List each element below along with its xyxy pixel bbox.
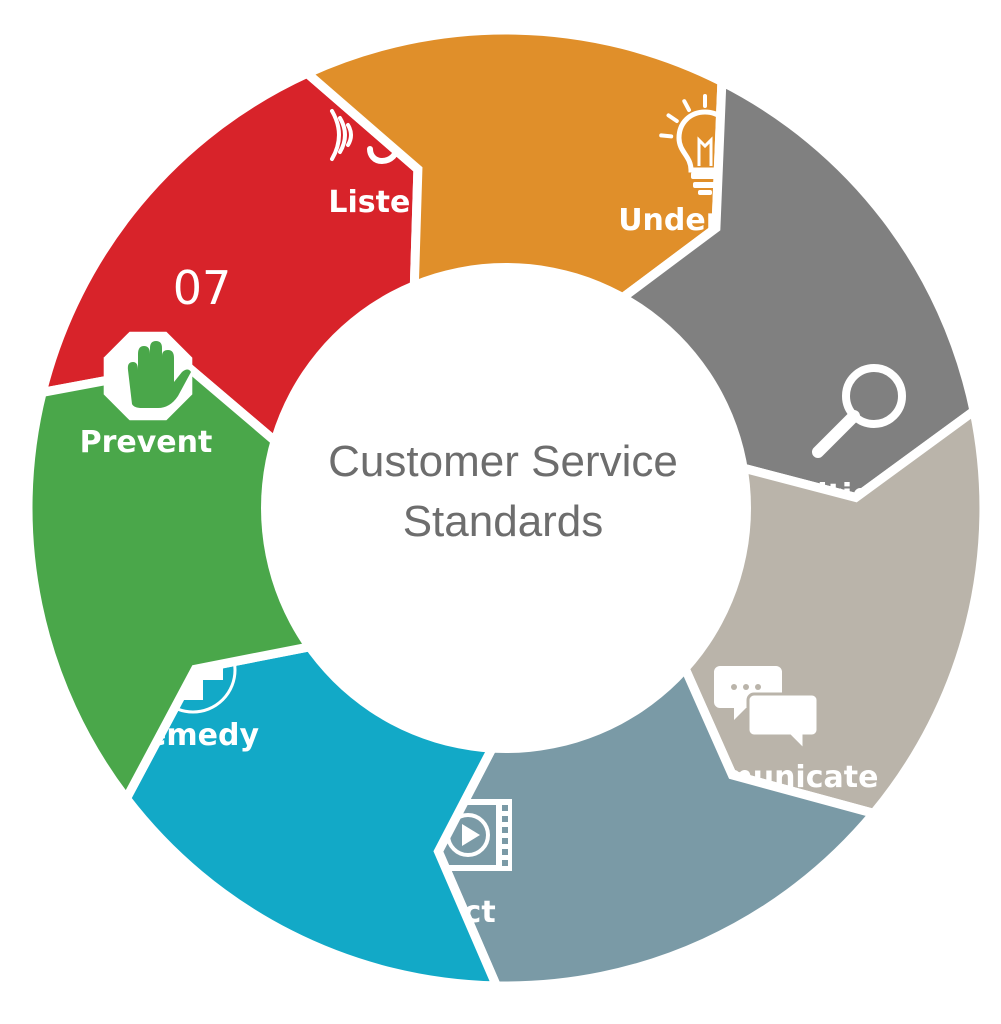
center-hub (261, 263, 751, 753)
segment-number: 07 (173, 261, 232, 315)
center-title-line2: Standards (403, 497, 604, 546)
chat-bubbles-icon (714, 666, 820, 754)
segments-layer: 01Listen02Understand03Mitigate04Communic… (23, 25, 989, 991)
center-title-line1: Customer Service (328, 437, 678, 486)
stop-hand-icon (103, 331, 193, 421)
segment-label: Prevent (80, 425, 213, 460)
magnifier-icon (812, 364, 906, 458)
